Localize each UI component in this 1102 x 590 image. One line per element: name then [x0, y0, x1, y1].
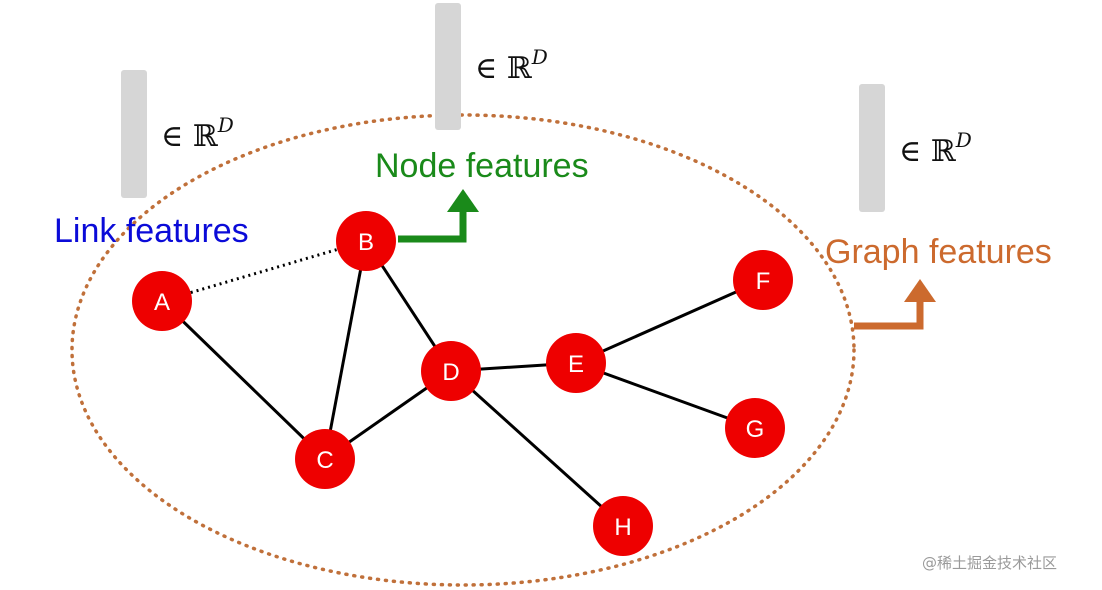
node-label: G [746, 416, 765, 443]
watermark-text: @稀土掘金技术社区 [922, 554, 1057, 572]
node-circle [546, 333, 606, 393]
graph-nodes: A B C D E F G H [132, 211, 793, 556]
node-d: D [421, 341, 481, 401]
node-circle [421, 341, 481, 401]
edge-a-c [160, 299, 327, 461]
node-label: F [756, 268, 771, 295]
graph-features-label: Graph features [825, 233, 1052, 271]
edge-a-b [161, 239, 367, 303]
node-feature-vector [435, 3, 461, 130]
node-label: E [568, 351, 584, 378]
node-circle [336, 211, 396, 271]
node-label: C [316, 447, 333, 474]
node-vector-space-label: ∈ ℝD [475, 45, 548, 86]
graph-feature-vector [859, 84, 885, 212]
edge-d-h [449, 369, 625, 528]
node-a: A [132, 271, 192, 331]
node-label: B [358, 229, 374, 256]
edge-e-f [575, 278, 764, 365]
node-h: H [593, 496, 653, 556]
node-b: B [336, 211, 396, 271]
node-circle [132, 271, 192, 331]
node-e: E [546, 333, 606, 393]
node-features-label: Node features [375, 147, 589, 185]
node-g: G [725, 398, 785, 458]
graph-features-arrow [854, 279, 936, 330]
node-circle [295, 429, 355, 489]
edge-b-c [323, 240, 368, 460]
graph-boundary-ellipse [70, 113, 856, 587]
edge-e-g [575, 361, 756, 430]
node-c: C [295, 429, 355, 489]
node-circle [593, 496, 653, 556]
graph-vector-space-label: ∈ ℝD [899, 128, 972, 169]
link-features-label: Link features [54, 212, 249, 250]
node-features-arrow [398, 189, 479, 243]
link-vector-space-label: ∈ ℝD [161, 113, 234, 154]
node-circle [733, 250, 793, 310]
node-circle [725, 398, 785, 458]
node-label: A [154, 289, 170, 316]
link-feature-vector [121, 70, 147, 198]
node-f: F [733, 250, 793, 310]
node-label: H [614, 514, 631, 541]
node-label: D [442, 359, 459, 386]
